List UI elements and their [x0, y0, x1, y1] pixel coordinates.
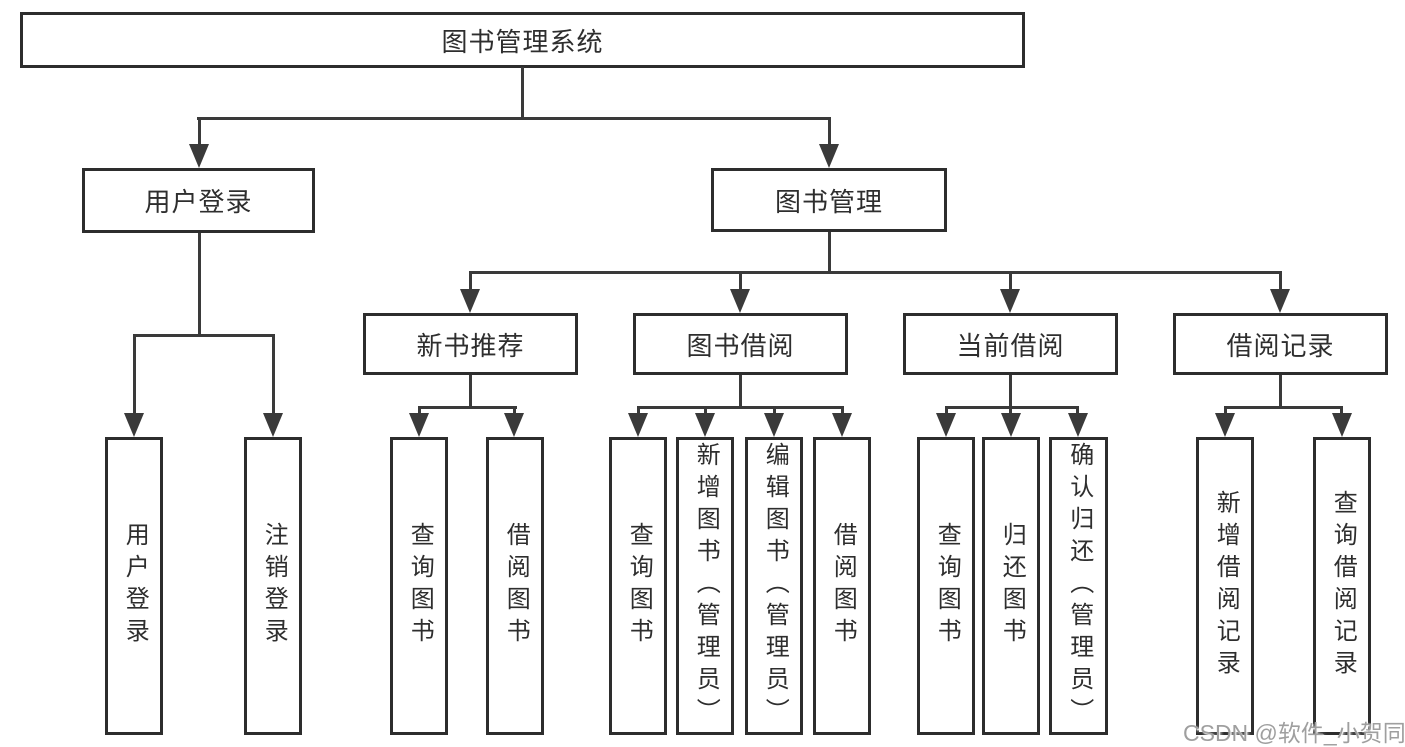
- leaf-current-confirm-return-admin-label: 确认归还（管理员）: [1065, 442, 1093, 730]
- connector-drop: [945, 406, 948, 418]
- leaf-current-query-books-label: 查询图书: [933, 522, 961, 650]
- connector-drop: [773, 406, 776, 418]
- connector-drop: [637, 406, 640, 418]
- connector-root-stem: [521, 67, 524, 120]
- connector-drop-book-management: [828, 117, 831, 147]
- leaf-borrow-borrow-books: 借阅图书: [813, 437, 871, 735]
- leaf-records-query-borrow-record: 查询借阅记录: [1313, 437, 1371, 735]
- leaf-current-query-books: 查询图书: [917, 437, 975, 735]
- arrowhead: [1068, 413, 1088, 437]
- connector-recommend-bar: [418, 406, 517, 409]
- watermark-text: CSDN @软件_小贺同学: [1183, 720, 1405, 746]
- node-user-login-label: 用户登录: [144, 187, 253, 217]
- node-borrow-records-label: 借阅记录: [1226, 330, 1335, 361]
- connector-drop: [704, 406, 707, 418]
- node-new-book-recommend-label: 新书推荐: [416, 330, 525, 361]
- leaf-current-return-books-label: 归还图书: [998, 522, 1026, 650]
- arrowhead-user-login: [189, 144, 209, 168]
- arrowhead-borrow-records: [1270, 289, 1290, 313]
- arrowhead: [764, 413, 784, 437]
- leaf-borrow-add-books-admin: 新增图书（管理员）: [676, 437, 734, 735]
- leaf-borrow-edit-books-admin: 编辑图书（管理员）: [745, 437, 803, 735]
- leaf-current-confirm-return-admin: 确认归还（管理员）: [1049, 437, 1108, 735]
- leaf-user-login-label: 用户登录: [121, 522, 149, 650]
- leaf-user-login: 用户登录: [105, 437, 163, 735]
- arrowhead: [1332, 413, 1352, 437]
- arrowhead: [628, 413, 648, 437]
- leaf-borrow-edit-books-admin-label: 编辑图书（管理员）: [761, 442, 789, 730]
- connector-root-bar: [197, 117, 831, 120]
- leaf-logout: 注销登录: [244, 437, 302, 735]
- connector-drop-leaf-user-login: [133, 334, 136, 416]
- leaf-borrow-query-books-label: 查询图书: [625, 522, 653, 650]
- node-book-management: 图书管理: [711, 168, 947, 232]
- arrowhead: [832, 413, 852, 437]
- node-book-borrow-label: 图书借阅: [686, 330, 795, 361]
- connector-drop: [841, 406, 844, 418]
- connector-drop-book-borrow: [739, 271, 742, 293]
- node-borrow-records: 借阅记录: [1173, 313, 1388, 375]
- connector-drop-current-borrow: [1009, 271, 1012, 293]
- arrowhead-new-book-recommend: [460, 289, 480, 313]
- arrowhead: [409, 413, 429, 437]
- connector-book-borrow-bar: [637, 406, 843, 409]
- leaf-borrow-query-books: 查询图书: [609, 437, 667, 735]
- leaf-records-add-borrow-record-label: 新增借阅记录: [1212, 490, 1240, 682]
- leaf-current-return-books: 归还图书: [982, 437, 1040, 735]
- connector-book-borrow-stem: [739, 375, 742, 408]
- connector-book-management-stem: [828, 232, 831, 273]
- connector-current-borrow-bar: [945, 406, 1079, 409]
- leaf-recommend-borrow-books: 借阅图书: [486, 437, 544, 735]
- connector-drop: [418, 406, 421, 418]
- connector-current-borrow-stem: [1009, 375, 1012, 408]
- arrowhead: [936, 413, 956, 437]
- connector-user-login-stem: [198, 233, 201, 336]
- arrowhead-book-management: [819, 144, 839, 168]
- arrowhead-leaf-user-login: [124, 413, 144, 437]
- connector-drop-user-login: [198, 117, 201, 147]
- arrowhead: [1215, 413, 1235, 437]
- node-current-borrow-label: 当前借阅: [956, 330, 1065, 361]
- arrowhead: [695, 413, 715, 437]
- node-user-login: 用户登录: [82, 168, 315, 233]
- node-root-label: 图书管理系统: [441, 26, 604, 57]
- node-current-borrow: 当前借阅: [903, 313, 1118, 375]
- connector-drop: [1076, 406, 1079, 418]
- leaf-recommend-query-books: 查询图书: [390, 437, 448, 735]
- arrowhead-current-borrow: [1000, 289, 1020, 313]
- leaf-borrow-borrow-books-label: 借阅图书: [829, 522, 857, 650]
- connector-recommend-stem: [469, 375, 472, 408]
- leaf-recommend-borrow-books-label: 借阅图书: [502, 522, 530, 650]
- connector-borrow-records-stem: [1279, 375, 1282, 408]
- node-book-management-label: 图书管理: [774, 186, 883, 217]
- connector-drop-new-book-recommend: [469, 271, 472, 293]
- connector-drop: [1224, 406, 1227, 418]
- connector-drop: [1009, 406, 1012, 418]
- node-new-book-recommend: 新书推荐: [363, 313, 578, 375]
- connector-book-management-bar: [469, 271, 1281, 274]
- connector-user-login-bar: [133, 334, 275, 337]
- connector-drop: [1340, 406, 1343, 418]
- arrowhead-leaf-logout: [263, 413, 283, 437]
- node-root: 图书管理系统: [20, 12, 1025, 68]
- connector-drop: [513, 406, 516, 418]
- leaf-recommend-query-books-label: 查询图书: [406, 522, 434, 650]
- leaf-logout-label: 注销登录: [260, 522, 288, 650]
- node-book-borrow: 图书借阅: [633, 313, 848, 375]
- leaf-borrow-add-books-admin-label: 新增图书（管理员）: [692, 442, 720, 730]
- connector-drop-borrow-records: [1279, 271, 1282, 293]
- leaf-records-query-borrow-record-label: 查询借阅记录: [1329, 490, 1357, 682]
- arrowhead: [504, 413, 524, 437]
- connector-drop-leaf-logout: [272, 334, 275, 416]
- arrowhead: [1001, 413, 1021, 437]
- connector-borrow-records-bar: [1224, 406, 1343, 409]
- arrowhead-book-borrow: [730, 289, 750, 313]
- leaf-records-add-borrow-record: 新增借阅记录: [1196, 437, 1254, 735]
